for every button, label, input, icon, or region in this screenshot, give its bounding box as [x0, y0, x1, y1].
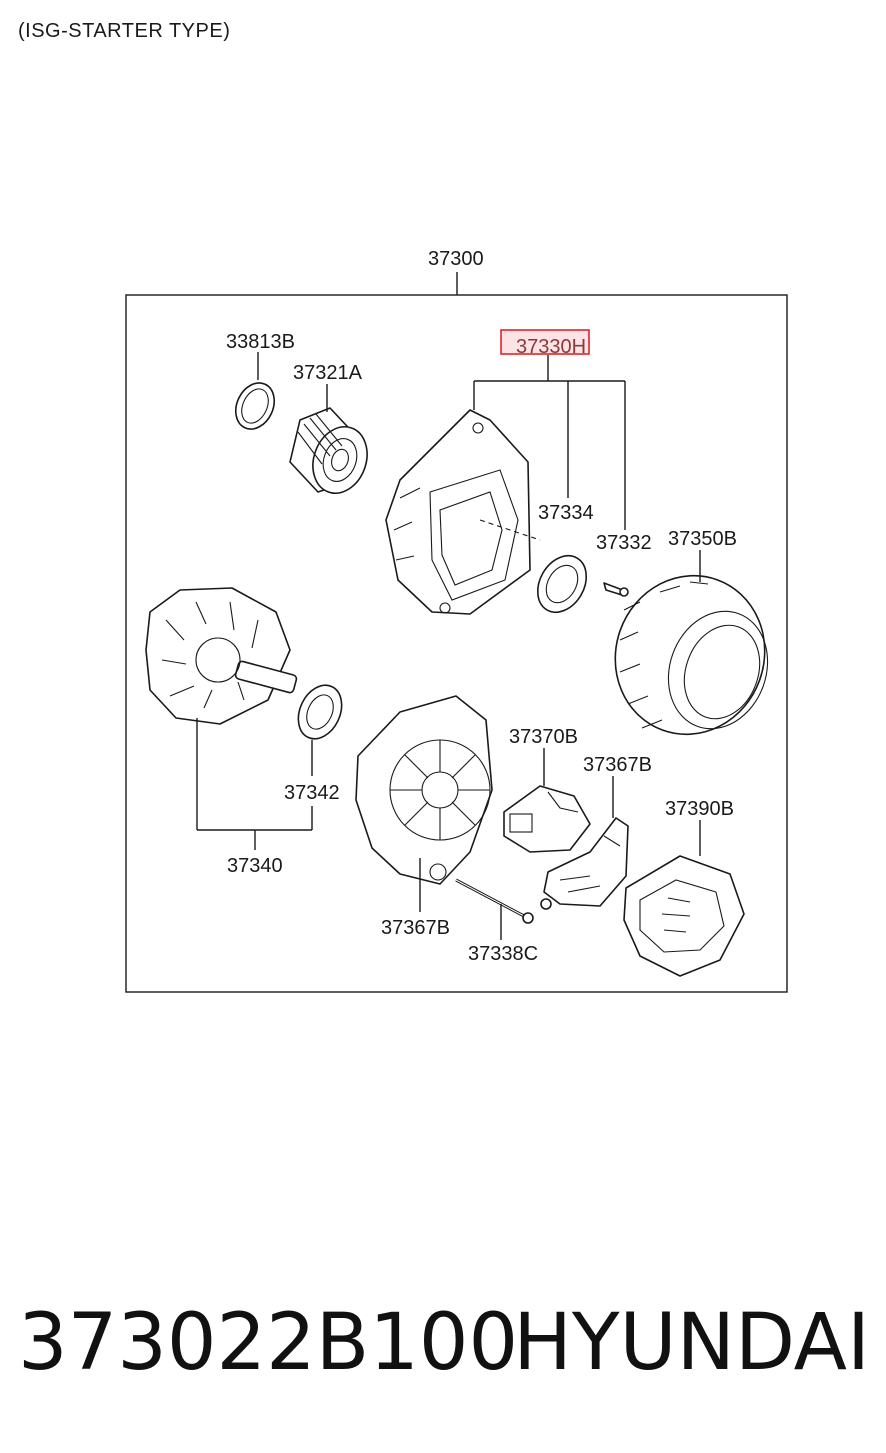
label-37370B[interactable]: 37370B	[509, 726, 578, 748]
label-37321A[interactable]: 37321A	[293, 362, 363, 384]
part-number: 373022B100	[18, 1298, 519, 1388]
footer: 373022B100 HYUNDAI	[18, 1293, 878, 1393]
label-37390B[interactable]: 37390B	[665, 798, 734, 820]
rectifier-37390B	[623, 855, 745, 977]
pulley-37321A	[289, 407, 368, 494]
diagram-caption: (ISG-STARTER TYPE)	[18, 20, 231, 42]
front-housing	[385, 409, 541, 615]
rotor	[145, 587, 298, 725]
label-37340[interactable]: 37340	[227, 855, 283, 877]
stator-37350B	[614, 574, 769, 736]
bearing-37334	[536, 554, 588, 614]
label-37332[interactable]: 37332	[596, 532, 652, 554]
ring-33813B	[234, 382, 276, 430]
label-37350B[interactable]: 37350B	[668, 528, 737, 550]
label-assembly[interactable]: 37300	[428, 248, 484, 270]
screw-37332	[603, 582, 629, 597]
label-33813B[interactable]: 33813B	[226, 331, 295, 353]
bolt-37338C	[455, 878, 534, 924]
label-37334[interactable]: 37334	[538, 502, 594, 524]
label-37367B-upper[interactable]: 37367B	[583, 754, 652, 776]
label-37330H[interactable]: 37330H	[516, 336, 586, 358]
bearing-37342	[297, 684, 343, 740]
rear-housing	[355, 695, 493, 885]
label-37338C[interactable]: 37338C	[468, 943, 538, 965]
label-37367B-lower[interactable]: 37367B	[381, 917, 450, 939]
label-37342[interactable]: 37342	[284, 782, 340, 804]
brush-holder-37367B	[540, 817, 629, 910]
regulator-37370B	[503, 785, 591, 853]
brand-name: HYUNDAI	[513, 1298, 870, 1388]
highlight-37330H	[500, 329, 590, 355]
